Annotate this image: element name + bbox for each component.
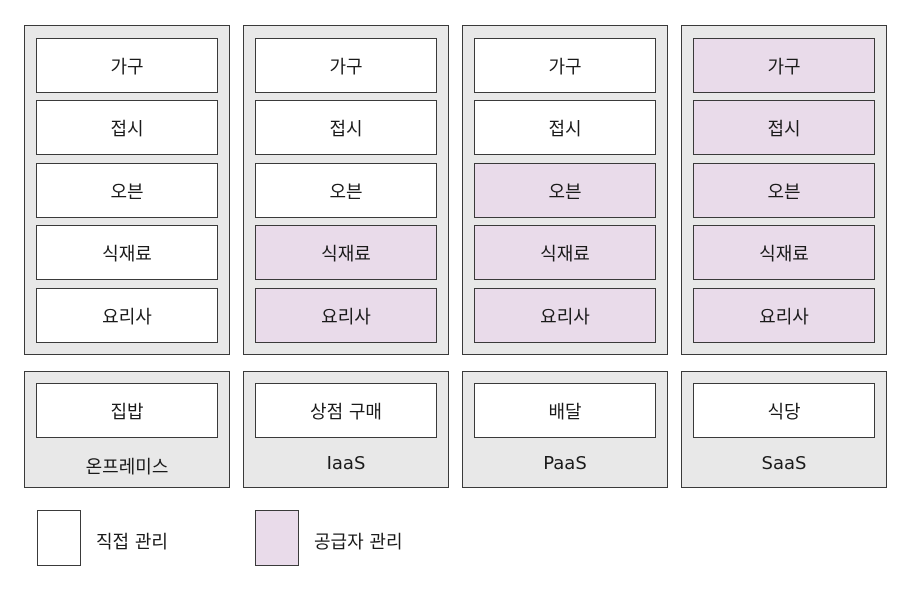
layer-oven: 오븐 (474, 163, 656, 218)
column-saas-stack: 가구 접시 오븐 식재료 요리사 (681, 25, 887, 355)
column-paas-stack: 가구 접시 오븐 식재료 요리사 (462, 25, 668, 355)
column-onpremise-stack: 가구 접시 오븐 식재료 요리사 (24, 25, 230, 355)
model-label: SaaS (761, 453, 807, 474)
column-iaas-base: 상점 구매 IaaS (243, 371, 449, 488)
base-item: 식당 (693, 383, 875, 438)
layer-cook: 요리사 (474, 288, 656, 343)
layer-dishes: 접시 (693, 100, 875, 155)
legend-swatch-vendor-managed (255, 510, 299, 566)
layer-furniture: 가구 (474, 38, 656, 93)
layer-cook: 요리사 (693, 288, 875, 343)
layer-oven: 오븐 (255, 163, 437, 218)
layer-furniture: 가구 (36, 38, 218, 93)
layer-furniture: 가구 (255, 38, 437, 93)
layer-cook: 요리사 (36, 288, 218, 343)
base-item: 배달 (474, 383, 656, 438)
model-label: 온프레미스 (85, 457, 169, 478)
column-iaas-stack: 가구 접시 오븐 식재료 요리사 (243, 25, 449, 355)
layer-ingredients: 식재료 (255, 225, 437, 280)
layer-dishes: 접시 (36, 100, 218, 155)
layer-cook: 요리사 (255, 288, 437, 343)
column-onpremise-base: 집밥 온프레미스 (24, 371, 230, 488)
layer-dishes: 접시 (255, 100, 437, 155)
column-saas-base: 식당 SaaS (681, 371, 887, 488)
legend-swatch-self-managed (37, 510, 81, 566)
base-item: 상점 구매 (255, 383, 437, 438)
layer-ingredients: 식재료 (474, 225, 656, 280)
legend-label-self-managed: 직접 관리 (96, 532, 168, 553)
legend-label-vendor-managed: 공급자 관리 (314, 532, 403, 553)
base-item: 집밥 (36, 383, 218, 438)
model-label: IaaS (326, 453, 366, 474)
column-paas-base: 배달 PaaS (462, 371, 668, 488)
layer-ingredients: 식재료 (693, 225, 875, 280)
layer-oven: 오븐 (36, 163, 218, 218)
layer-ingredients: 식재료 (36, 225, 218, 280)
layer-dishes: 접시 (474, 100, 656, 155)
model-label: PaaS (543, 453, 587, 474)
layer-furniture: 가구 (693, 38, 875, 93)
layer-oven: 오븐 (693, 163, 875, 218)
